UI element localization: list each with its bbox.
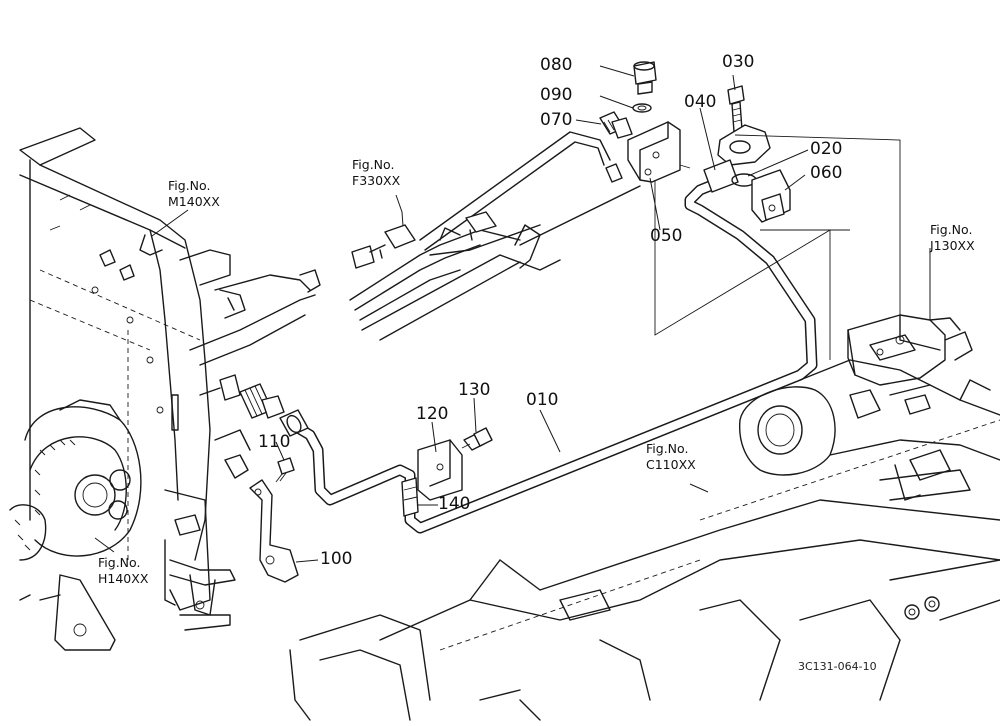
part-label-120: 120 (416, 404, 449, 424)
figref-f330-code: F330XX (352, 172, 401, 188)
part-label-070: 070 (540, 110, 573, 130)
bracket-120 (417, 439, 463, 501)
figref-h140: Fig.No. H140XX (98, 555, 148, 586)
part-label-020: 020 (810, 139, 843, 159)
figref-h140-code: H140XX (98, 570, 149, 586)
figref-m140-code: M140XX (168, 193, 220, 209)
figref-c110: Fig.No. C110XX (646, 441, 696, 472)
plug-080 (633, 61, 657, 95)
part-label-130: 130 (458, 380, 491, 400)
figref-m140-label: Fig.No. (168, 178, 211, 193)
bolt-130 (461, 427, 493, 451)
figref-m140: Fig.No. M140XX (168, 178, 220, 209)
figref-c110-label: Fig.No. (646, 441, 689, 456)
bracket-050 (627, 121, 681, 183)
rear-transmission-housing (289, 359, 1000, 721)
figref-h140-label: Fig.No. (98, 555, 141, 570)
part-label-100: 100 (320, 549, 353, 569)
part-label-040: 040 (684, 92, 717, 112)
figref-f330-label: Fig.No. (352, 157, 395, 172)
hydraulic-pipe-010 (279, 176, 818, 534)
eye-joint-040 (703, 124, 771, 193)
assembly-reference-lines (654, 134, 901, 360)
drawing-code: 3C131-064-10 (798, 660, 877, 673)
bracket-100 (249, 479, 299, 583)
pipe-clamp-140 (401, 477, 419, 517)
pump-outlet-fitting (199, 374, 285, 419)
control-valve-body (847, 314, 973, 386)
figref-j130: Fig.No. J130XX (930, 222, 975, 253)
part-label-110: 110 (258, 432, 291, 452)
left-frame-structure (19, 127, 321, 561)
fitting-070 (599, 111, 633, 183)
part-label-050: 050 (650, 226, 683, 246)
figref-j130-label: Fig.No. (930, 222, 973, 237)
figref-j130-code: J130XX (930, 237, 975, 253)
washer-090 (632, 103, 652, 113)
bolt-110 (275, 457, 295, 483)
part-label-080: 080 (540, 55, 573, 75)
figref-f330: Fig.No. F330XX (352, 157, 400, 188)
part-label-140: 140 (438, 494, 471, 514)
leader-lines (94, 65, 931, 563)
part-label-010: 010 (526, 390, 559, 410)
part-label-060: 060 (810, 163, 843, 183)
hydraulic-pump (9, 399, 142, 601)
left-lower-bracket (54, 429, 251, 651)
part-label-090: 090 (540, 85, 573, 105)
part-label-030: 030 (722, 52, 755, 72)
adapter-060 (751, 169, 791, 223)
return-pipe-assembly (349, 131, 641, 341)
figref-c110-code: C110XX (646, 456, 696, 472)
bolt-030 (727, 85, 745, 133)
